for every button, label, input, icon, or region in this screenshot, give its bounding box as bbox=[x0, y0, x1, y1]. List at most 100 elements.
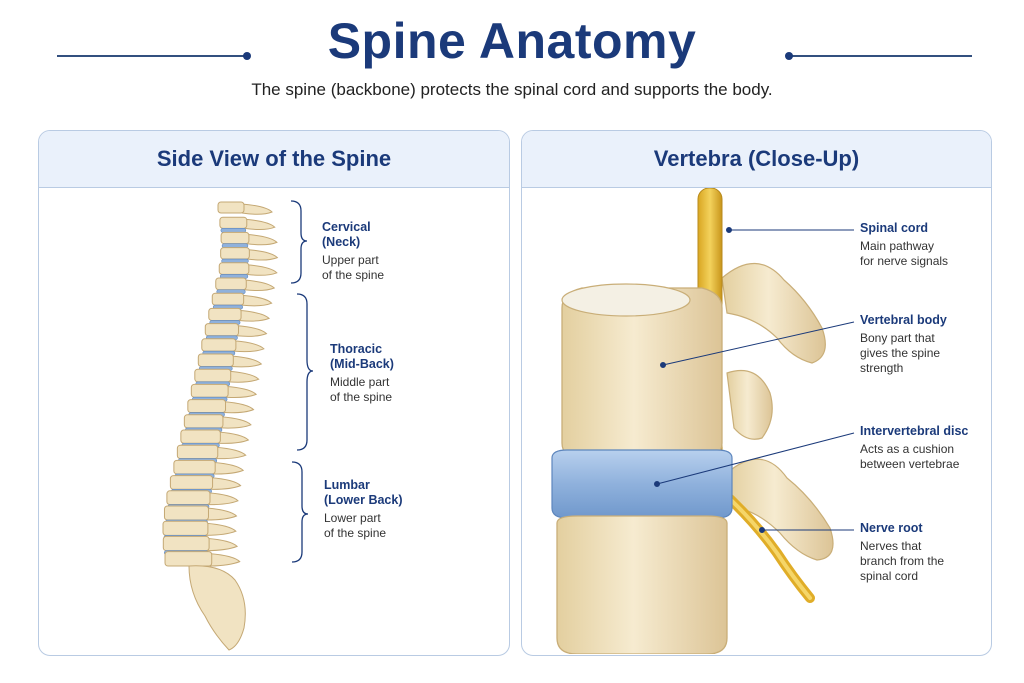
side-view-title: Side View of the Spine bbox=[39, 131, 509, 188]
vertebra bbox=[197, 353, 234, 367]
nerve-root-name: Nerve root bbox=[860, 521, 923, 535]
spinous-process bbox=[223, 401, 255, 414]
vertebra bbox=[194, 368, 232, 383]
spinal-cord-desc-1: Main pathway bbox=[860, 239, 935, 253]
disc bbox=[220, 228, 247, 233]
spinous-process bbox=[226, 385, 258, 398]
cervical-desc-2: of the spine bbox=[322, 268, 385, 282]
vertebra bbox=[180, 429, 221, 444]
spinous-process bbox=[213, 461, 245, 475]
spinous-process-lower bbox=[726, 458, 834, 561]
vertebral-body-desc-2: gives the spine bbox=[860, 346, 941, 360]
vertebra bbox=[164, 551, 213, 567]
spinous-process-upper bbox=[721, 262, 826, 364]
region-brackets bbox=[290, 200, 314, 563]
spinous-process bbox=[218, 431, 250, 444]
vertebra bbox=[218, 262, 250, 275]
lumbar-desc-1: Lower part bbox=[324, 511, 381, 525]
disc-desc-1: Acts as a cushion bbox=[860, 442, 955, 456]
cervical-alias: (Neck) bbox=[322, 235, 361, 249]
disc bbox=[221, 243, 249, 249]
disc-desc-2: between vertebrae bbox=[860, 457, 960, 471]
vertebra bbox=[173, 459, 216, 475]
spinous-process bbox=[205, 522, 237, 536]
spinal-cord-name: Spinal cord bbox=[860, 221, 929, 235]
vertebra bbox=[162, 520, 209, 536]
spinous-process bbox=[239, 309, 270, 322]
vertebral-body-desc-3: strength bbox=[860, 361, 904, 375]
thoracic-label: Thoracic (Mid-Back) Middle part of the s… bbox=[330, 342, 394, 405]
vertebral-body-label: Vertebral body Bony part that gives the … bbox=[860, 313, 947, 376]
vertebra bbox=[162, 535, 210, 552]
cervical-name: Cervical bbox=[322, 220, 371, 234]
nerve-root-desc-1: Nerves that bbox=[860, 539, 922, 553]
spinous-process bbox=[241, 203, 273, 215]
lumbar-name: Lumbar bbox=[324, 478, 370, 492]
thoracic-name: Thoracic bbox=[330, 342, 383, 356]
vertebra bbox=[187, 399, 227, 414]
thoracic-desc-1: Middle part bbox=[330, 375, 390, 389]
right-decorative-rule bbox=[785, 51, 972, 60]
rule-dot bbox=[243, 51, 251, 60]
upper-body-top-surface bbox=[561, 283, 691, 317]
vertebra bbox=[169, 475, 214, 490]
thoracic-alias: (Mid-Back) bbox=[330, 357, 394, 371]
vertebra-illustration bbox=[551, 188, 855, 654]
disc-name: Intervertebral disc bbox=[860, 424, 969, 438]
spinous-process bbox=[207, 492, 239, 506]
spine-side-illustration bbox=[162, 200, 314, 651]
spinous-process bbox=[233, 340, 265, 353]
vertebra bbox=[220, 231, 250, 245]
spinal-cord-label: Spinal cord Main pathway for nerve signa… bbox=[860, 221, 948, 269]
disc-label: Intervertebral disc Acts as a cushion be… bbox=[860, 424, 968, 472]
cervical-desc-1: Upper part bbox=[322, 253, 379, 267]
spinous-process bbox=[206, 507, 238, 521]
spinous-process bbox=[241, 294, 273, 307]
spinous-process bbox=[215, 446, 247, 460]
vertebra bbox=[176, 444, 219, 460]
spinal-cord-desc-2: for nerve signals bbox=[860, 254, 949, 268]
spine-column bbox=[162, 201, 279, 651]
spinous-process bbox=[220, 416, 252, 429]
nerve-root-highlight bbox=[716, 486, 812, 600]
nerve-root-desc-3: spinal cord bbox=[860, 569, 919, 583]
spinous-process bbox=[244, 279, 276, 292]
spinous-process bbox=[207, 537, 238, 552]
page-subtitle: The spine (backbone) protects the spinal… bbox=[251, 80, 773, 99]
spinous-process bbox=[231, 355, 263, 368]
spinous-process bbox=[228, 370, 260, 383]
page-title: Spine Anatomy bbox=[327, 13, 697, 69]
sacrum bbox=[188, 565, 246, 651]
spinous-process bbox=[244, 218, 276, 231]
vertebra-title: Vertebra (Close-Up) bbox=[522, 131, 991, 188]
vertebra bbox=[211, 292, 245, 306]
vertebra bbox=[215, 277, 247, 291]
lumbar-alias: (Lower Back) bbox=[324, 493, 403, 507]
thoracic-desc-2: of the spine bbox=[330, 390, 393, 404]
intervertebral-disc-shape bbox=[551, 449, 733, 519]
vertebra-panel: Vertebra (Close-Up) bbox=[521, 130, 992, 656]
vertebral-body-name: Vertebral body bbox=[860, 313, 947, 327]
spinous-process bbox=[210, 477, 242, 490]
vertebra bbox=[183, 414, 224, 429]
spinous-process bbox=[246, 233, 278, 246]
cervical-label: Cervical (Neck) Upper part of the spine bbox=[322, 220, 384, 283]
left-decorative-rule bbox=[57, 51, 251, 60]
spinous-process bbox=[246, 264, 278, 276]
vertebra bbox=[204, 323, 239, 337]
vertebra bbox=[220, 247, 250, 260]
lumbar-desc-2: of the spine bbox=[324, 526, 387, 540]
spinous-process bbox=[236, 325, 268, 337]
vertebra bbox=[201, 338, 237, 352]
facet-mid bbox=[726, 369, 773, 440]
lumbar-label: Lumbar (Lower Back) Lower part of the sp… bbox=[324, 478, 403, 541]
vertebra bbox=[219, 216, 248, 229]
vertebral-body-desc-1: Bony part that bbox=[860, 331, 935, 345]
vertebra bbox=[208, 307, 242, 321]
vertebra bbox=[166, 490, 211, 506]
page-header: Spine Anatomy The spine (backbone) prote… bbox=[0, 0, 1024, 125]
rule-dot bbox=[785, 51, 793, 60]
spinous-process bbox=[247, 249, 279, 261]
vertebra bbox=[163, 505, 209, 521]
vertebra bbox=[217, 201, 245, 214]
